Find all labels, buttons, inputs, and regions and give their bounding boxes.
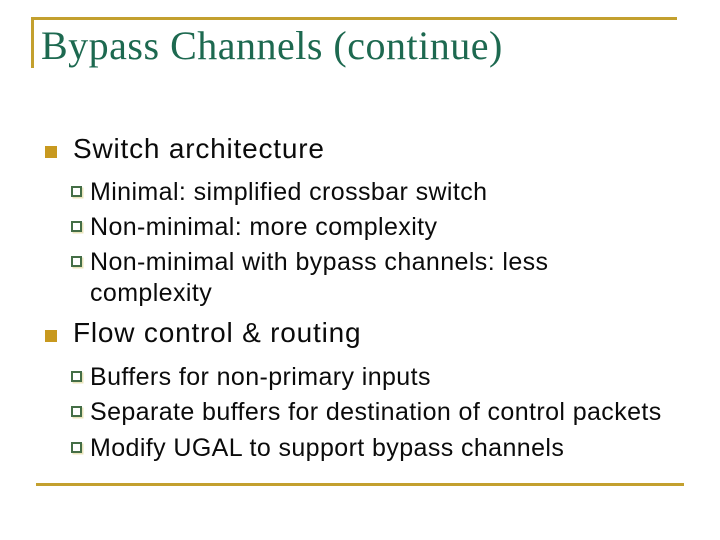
section-heading-flow-control-routing: Flow control & routing [45,316,362,349]
bullet-item-label: Separate buffers for destination of cont… [90,398,662,426]
hollow-square-bullet-icon [71,221,82,232]
bullet-item: Minimal: simplified crossbar switch [71,177,488,208]
hollow-square-bullet-icon [71,186,82,197]
bullet-item-label: Minimal: simplified crossbar switch [90,178,488,206]
hollow-square-bullet-icon [71,442,82,453]
filled-square-bullet-icon [45,146,57,158]
bullet-item: Non-minimal with bypass channels: less c… [71,247,590,309]
bullet-item: Buffers for non-primary inputs [71,362,431,393]
bullet-item: Modify UGAL to support bypass channels [71,433,565,464]
bottom-rule-divider [36,483,684,486]
hollow-square-bullet-icon [71,256,82,267]
section-heading-label: Flow control & routing [73,317,362,348]
bullet-item-label: Modify UGAL to support bypass channels [90,434,565,462]
section-heading-switch-architecture: Switch architecture [45,132,325,165]
filled-square-bullet-icon [45,330,57,342]
section-heading-label: Switch architecture [73,133,325,164]
bullet-item: Non-minimal: more complexity [71,212,438,243]
left-rule-divider [31,17,34,68]
slide-title: Bypass Channels (continue) [41,23,503,68]
bullet-item-label: Non-minimal: more complexity [90,213,438,241]
hollow-square-bullet-icon [71,406,82,417]
bullet-item-label: Buffers for non-primary inputs [90,363,431,391]
top-rule-divider [31,17,677,20]
bullet-item-label: Non-minimal with bypass channels: less c… [90,248,549,307]
bullet-item: Separate buffers for destination of cont… [71,397,662,428]
hollow-square-bullet-icon [71,371,82,382]
